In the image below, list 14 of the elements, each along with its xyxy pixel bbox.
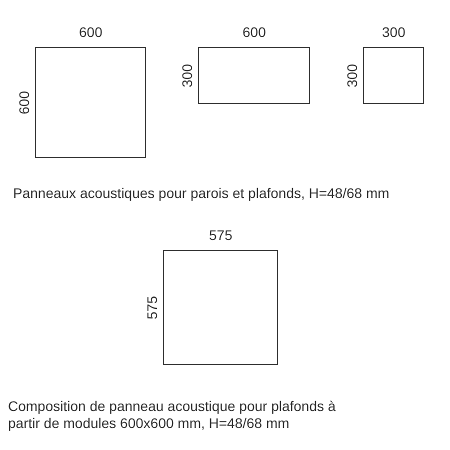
panel-outline xyxy=(363,47,424,104)
dimension-label: 300 xyxy=(345,64,359,88)
dimension-label: 600 xyxy=(79,25,102,39)
dimension-label: 575 xyxy=(209,228,232,242)
panel-outline xyxy=(35,47,146,158)
dimension-label: 300 xyxy=(382,25,406,39)
panel-outline xyxy=(163,250,278,365)
panel-outline xyxy=(198,47,310,104)
caption: Composition de panneau acoustique pour plafonds à partir de modules 600x600 mm, H=48/68 mm xyxy=(8,398,337,432)
dimension-label: 575 xyxy=(145,296,159,320)
dimension-label: 600 xyxy=(17,91,31,114)
dimension-label: 300 xyxy=(180,64,194,88)
dimension-label: 600 xyxy=(242,25,266,39)
caption: Panneaux acoustiques pour parois et plafonds, H=48/68 mm xyxy=(13,185,390,202)
